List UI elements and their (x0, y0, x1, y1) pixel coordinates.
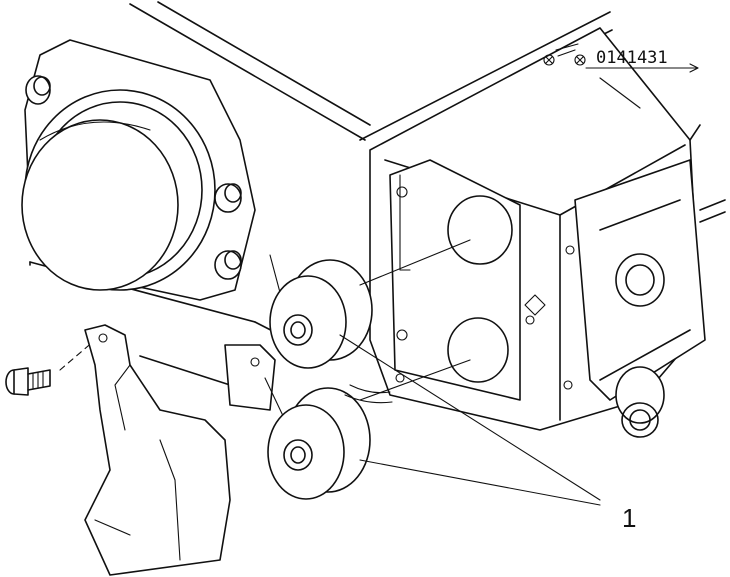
mounting-bracket (224, 254, 286, 421)
mounting-bolt (5, 339, 96, 396)
headlamp-stud-right (214, 183, 242, 213)
reference-marker: 0141431 (543, 43, 699, 109)
connector-terminal-upper (615, 253, 665, 307)
mounting-bushings (267, 259, 393, 500)
reference-code: 0141431 (596, 48, 668, 68)
bushing-upper (269, 259, 373, 369)
lower-trim-cover (84, 324, 231, 576)
headlamp-assembly (21, 39, 256, 301)
headlamp-stud-top (25, 75, 51, 105)
assembly-guide-lines (359, 239, 471, 401)
control-unit-housing (369, 27, 726, 438)
callout-label: 1 (622, 503, 636, 533)
bushing-lower (267, 387, 371, 500)
headlamp-stud-bottom (214, 250, 242, 280)
drawing-reference-icon (543, 43, 586, 66)
callout-1: 1 (339, 334, 636, 533)
connector-terminal-lower (615, 366, 665, 438)
